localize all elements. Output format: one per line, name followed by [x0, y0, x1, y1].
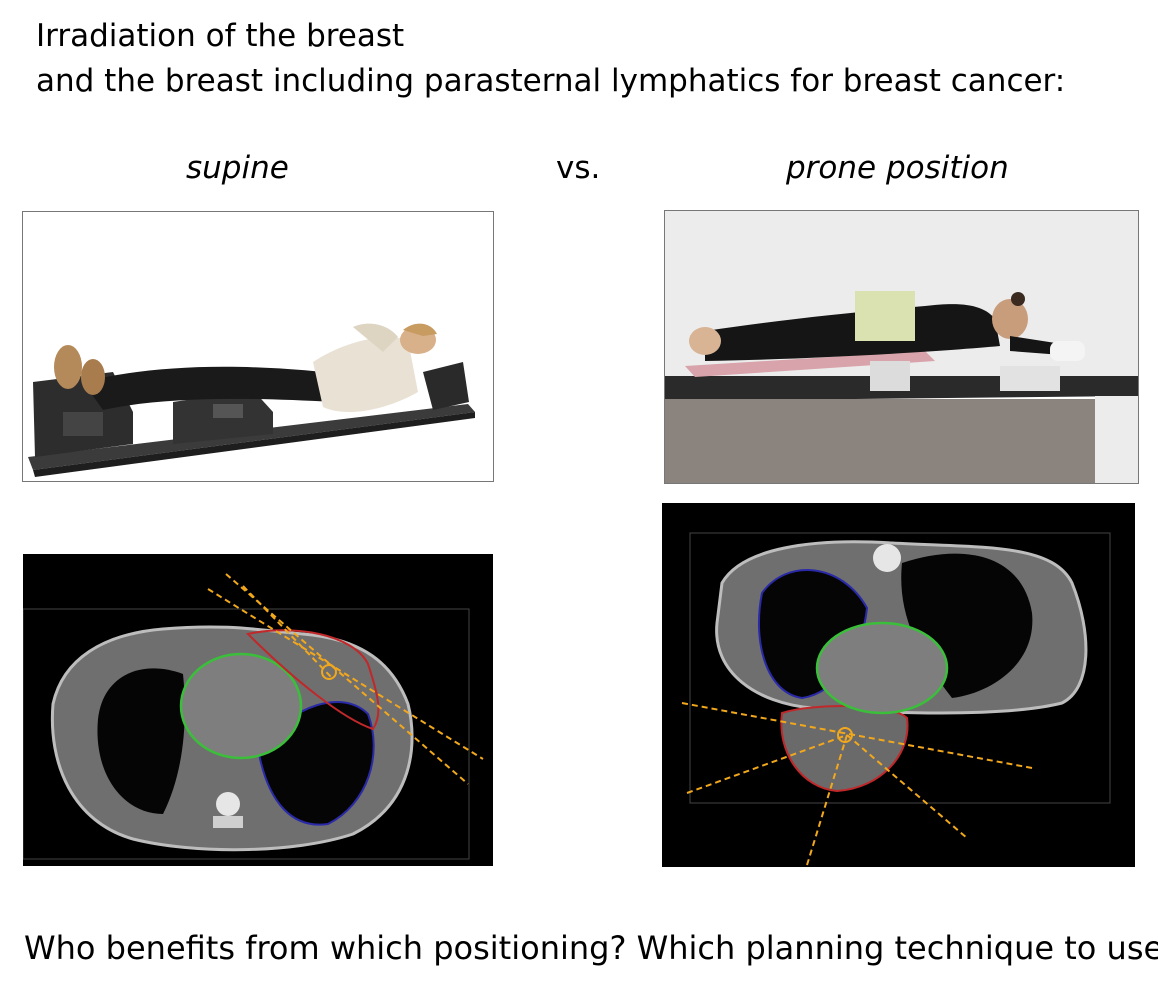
prone-photo: [664, 210, 1139, 484]
footer-question: Who benefits from which positioning? Whi…: [24, 929, 1158, 967]
prone-label: prone position: [786, 150, 1009, 186]
supine-photo: [22, 211, 494, 482]
title-line-2: and the breast including parasternal lym…: [36, 63, 1066, 99]
slide-title: Irradiation of the breast and the breast…: [36, 14, 1065, 104]
prone-ct-scan: [662, 503, 1135, 867]
supine-ct-scan: [23, 554, 493, 866]
title-line-1: Irradiation of the breast: [36, 18, 405, 54]
vs-separator: vs.: [556, 150, 601, 186]
supine-label: supine: [186, 150, 289, 186]
